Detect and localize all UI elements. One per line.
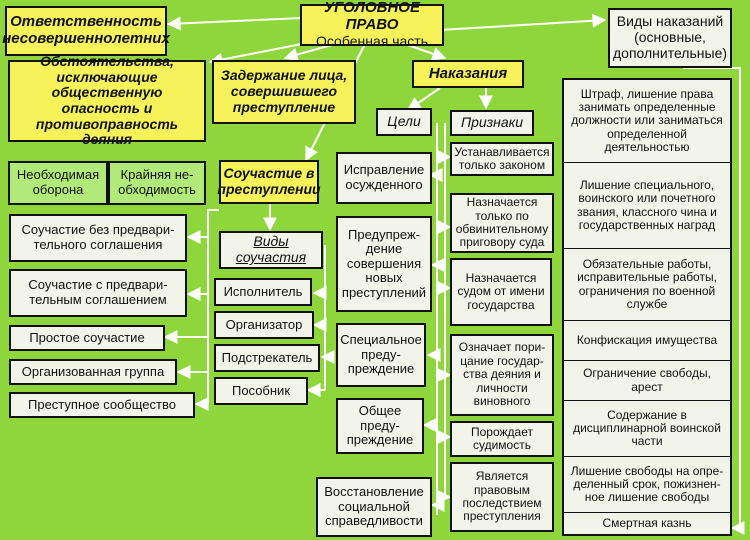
complicity-form-4: Организованная группа [9, 359, 177, 385]
signs-title-box: Признаки [450, 110, 534, 136]
goal-5: Восстановление социальной справедливости [316, 477, 432, 537]
goal-4: Общее преду-преждение [336, 398, 424, 454]
kinds-title-box: Виды наказаний (основные, дополнительные… [608, 8, 732, 68]
goal-2: Предупреж-дение совершения новых преступ… [336, 216, 432, 312]
goal-1: Исправление осужденного [336, 152, 432, 204]
sign-4: Означает пори-цание государ-ства деяния … [450, 334, 554, 416]
punishments-title-box: Наказания [412, 60, 524, 88]
kind-3: Обязательные работы, исправительные рабо… [564, 248, 730, 320]
circumstances-box: Обстоятельства, исключающие общественную… [8, 53, 206, 147]
sign-2: Назначается только по обвинительному при… [450, 193, 554, 253]
sign-5: Порождает судимость [450, 421, 554, 457]
complicity-form-5: Преступное сообщество [9, 392, 195, 418]
goal-3: Специальное преду-преждение [336, 323, 426, 387]
root-title: УГОЛОВНОЕ ПРАВО [324, 0, 420, 34]
detention-box: Задержание лица, совершившего преступлен… [212, 60, 356, 124]
kind-7: Лишение свободы на опре-деленный срок, п… [564, 456, 730, 512]
responsibility-minors-box: Ответственность несовершеннолетних [2, 6, 170, 56]
complicity-type-4: Пособник [214, 377, 308, 405]
complicity-form-3: Простое соучастие [9, 325, 165, 351]
sign-1: Устанавливается только законом [450, 142, 554, 176]
complicity-title-box: Соучастие в преступлении [217, 160, 321, 204]
root-subtitle: Особенная часть [316, 32, 428, 49]
kind-5: Ограничение свободы, арест [564, 360, 730, 400]
necessary-defense-box: Необходимая оборона [8, 161, 108, 205]
complicity-type-1: Исполнитель [214, 278, 312, 306]
complicity-form-2: Соучастие с предвари-тельным соглашением [9, 269, 187, 317]
complicity-form-1: Соучастие без предвари-тельного соглашен… [9, 214, 187, 262]
kinds-list: Штраф, лишение права занимать определенн… [562, 78, 732, 536]
sign-3: Назначается судом от имени государства [450, 258, 552, 326]
kind-4: Конфискация имущества [564, 320, 730, 360]
sign-6: Является правовым последствием преступле… [450, 462, 554, 532]
goals-title-box: Цели [376, 108, 432, 136]
kind-8: Смертная казнь [564, 512, 730, 534]
complicity-types-title: Виды соучастия [219, 231, 323, 269]
extreme-necessity-box: Крайняя не-обходимость [108, 161, 206, 205]
complicity-type-2: Организатор [214, 311, 314, 339]
complicity-type-3: Подстрекатель [214, 344, 320, 372]
root-title-box: УГОЛОВНОЕ ПРАВО Особенная часть [300, 0, 444, 49]
kind-2: Лишение специального, воинского или поче… [564, 162, 730, 248]
kind-1: Штраф, лишение права занимать определенн… [571, 87, 723, 154]
kind-6: Содержание в дисциплинарной воинской час… [564, 400, 730, 456]
